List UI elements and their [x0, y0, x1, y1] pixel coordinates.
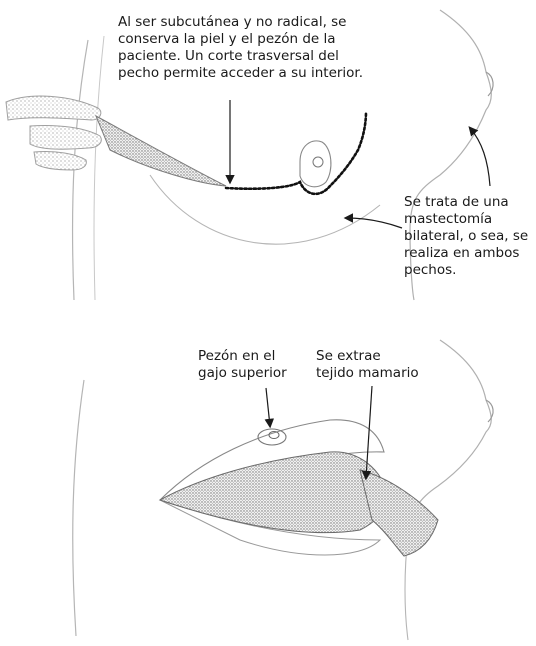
bilateral-note-line-4: realiza en ambos: [404, 245, 528, 262]
scalpel-blade: [96, 116, 226, 186]
bilateral-note-line-5: pechos.: [404, 262, 528, 279]
tissue-label-line-1: Se extrae: [316, 348, 419, 365]
hand-finger-3: [34, 151, 86, 170]
nipple-label-line-2: gajo superior: [198, 365, 287, 382]
bilateral-note-line-3: bilateral, o sea, se: [404, 228, 528, 245]
nipple-label: Pezón en el gajo superior: [198, 348, 287, 382]
incision-note-line-1: Al ser subcutánea y no radical, se: [118, 14, 363, 31]
nipple-label-line-1: Pezón en el: [198, 348, 287, 365]
incision-note: Al ser subcutánea y no radical, se conse…: [118, 14, 363, 82]
bilateral-note-line-1: Se trata de una: [404, 194, 528, 211]
hand-finger-1: [6, 96, 101, 120]
tissue-label: Se extrae tejido mamario: [316, 348, 419, 382]
areola-front: [300, 141, 331, 187]
incision-note-line-3: paciente. Un corte trasversal del: [118, 48, 363, 65]
nipple-front: [313, 157, 323, 167]
bottom-panel-figure: [73, 340, 493, 640]
hand-finger-2: [30, 125, 101, 149]
nipple-arrow: [266, 388, 270, 426]
torso-left-outline-bottom: [73, 380, 84, 636]
bilateral-note-line-2: mastectomía: [404, 211, 528, 228]
incision-note-line-2: conserva la piel y el pezón de la: [118, 31, 363, 48]
breast-fold: [150, 175, 380, 244]
incision-note-line-4: pecho permite acceder a su interior.: [118, 65, 363, 82]
bilateral-note: Se trata de una mastectomía bilateral, o…: [404, 194, 528, 279]
tissue-label-line-2: tejido mamario: [316, 365, 419, 382]
breast-tissue-cone: [160, 452, 387, 533]
incision-line: [226, 112, 366, 194]
torso-left-outline-2: [94, 36, 104, 300]
